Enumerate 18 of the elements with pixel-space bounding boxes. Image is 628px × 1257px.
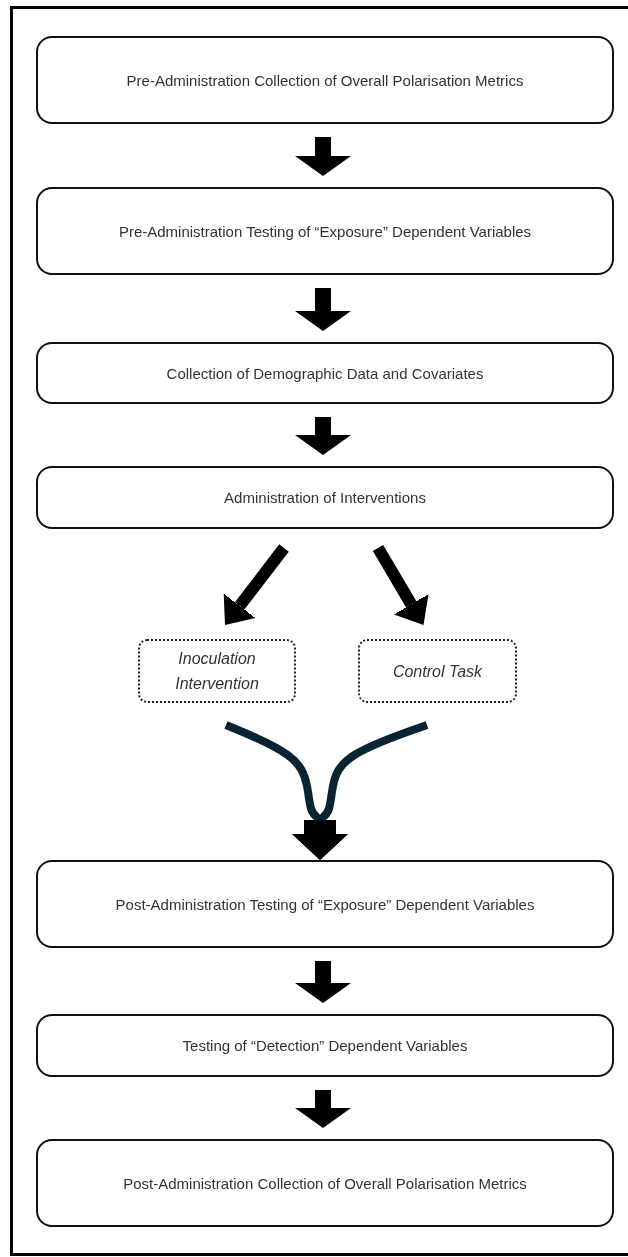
- process-box: [36, 1139, 614, 1227]
- box-label: Post-Administration Collection of Overall Polarisation Metrics: [123, 1173, 527, 1194]
- process-box: [36, 36, 614, 124]
- process-box: [36, 860, 614, 948]
- box-label: Control Task: [392, 661, 483, 682]
- box-label: Pre-Administration Testing of “Exposure” Dependent Variables: [118, 221, 532, 242]
- box-label: Pre-Administration Collection of Overall Polarisation Metrics: [126, 70, 524, 91]
- option-box: [138, 639, 296, 703]
- box-label: Administration of Interventions: [224, 488, 426, 508]
- process-box: [36, 466, 614, 529]
- box-label: Testing of “Detection” Dependent Variables: [182, 1036, 468, 1056]
- option-box: [358, 639, 517, 703]
- process-box: [36, 187, 614, 275]
- process-box: [36, 1014, 614, 1077]
- box-label: Collection of Demographic Data and Covariates: [166, 363, 484, 384]
- process-box: [36, 342, 614, 404]
- box-label: Post-Administration Testing of “Exposure” Dependent Variables: [115, 894, 535, 915]
- box-label: Inoculation Intervention: [174, 649, 260, 694]
